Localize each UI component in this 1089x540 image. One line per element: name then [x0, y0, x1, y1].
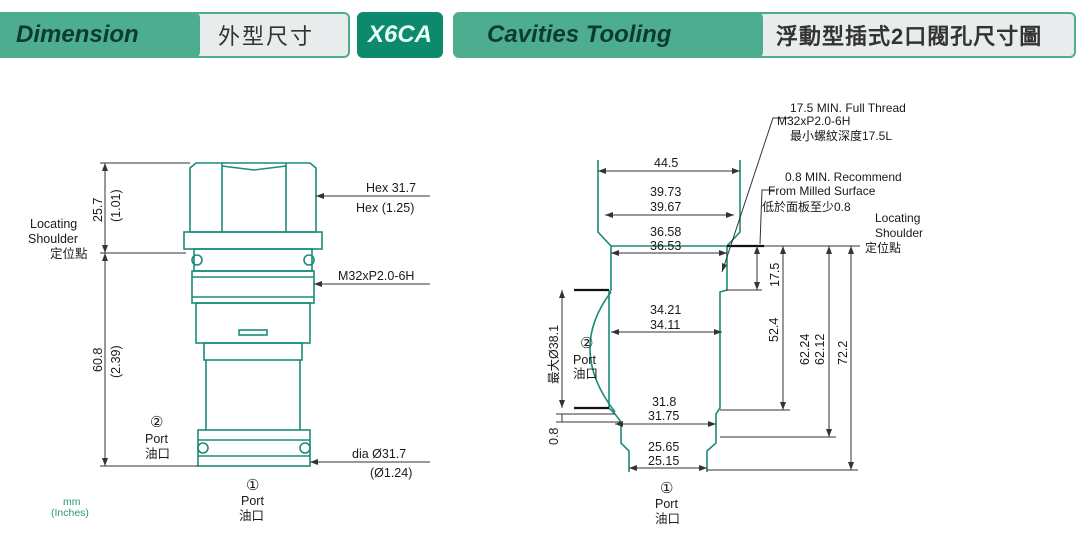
left-locating-shoulder-cn: 定位點 [50, 246, 88, 261]
left-port2-label: Port [145, 432, 168, 446]
cavities-label: Cavities Tooling [487, 21, 672, 48]
right-port1-label: Port [655, 497, 678, 511]
dim-0-8: 0.8 [547, 428, 561, 445]
cavities-cn-tab[interactable]: 浮動型插式2口閥孔尺寸圖 [722, 12, 1076, 58]
right-dimension-lines [556, 117, 860, 471]
cavities-cn-label: 浮動型插式2口閥孔尺寸圖 [776, 24, 1043, 49]
right-locating-shoulder-line1: Locating [875, 211, 920, 225]
dim-31-8: 31.8 [652, 395, 676, 409]
left-dim-top-inch: (1.01) [109, 189, 123, 222]
dim-44-5: 44.5 [654, 156, 678, 170]
left-port1-number: ① [246, 477, 259, 494]
left-port1-cn: 油口 [239, 509, 264, 523]
note-thread-line1: 17.5 MIN. Full Thread [790, 101, 906, 115]
note-thread-line2: M32xP2.0-6H [777, 114, 850, 128]
left-arrows [102, 163, 324, 466]
left-locating-shoulder-line1: Locating [30, 217, 77, 231]
cavity-heavy-edges [574, 244, 764, 410]
left-dim-body: 60.8 [91, 348, 105, 372]
units-mm: mm [63, 496, 81, 508]
model-code-label: X6CA [367, 21, 433, 48]
dim-25-65: 25.65 [648, 440, 679, 454]
note-surface-cn: 低於面板至少0.8 [762, 199, 851, 214]
dimension-cn-label: 外型尺寸 [218, 24, 315, 49]
left-hex-inch: Hex (1.25) [356, 201, 414, 215]
right-locating-shoulder-line2: Shoulder [875, 226, 923, 240]
note-surface-line1: 0.8 MIN. Recommend [785, 170, 902, 184]
right-port1-cn: 油口 [655, 512, 680, 526]
left-dimension-lines [100, 162, 430, 467]
dim-36-53: 36.53 [650, 239, 681, 253]
right-locating-shoulder-cn: 定位點 [865, 240, 901, 255]
dim-25-15: 25.15 [648, 454, 679, 468]
dim-39-67: 39.67 [650, 200, 681, 214]
right-port2-label: Port [573, 353, 596, 367]
dim-34-11: 34.11 [650, 318, 680, 332]
left-dim-body-inch: (2.39) [109, 345, 123, 378]
left-port1-label: Port [241, 494, 264, 508]
dim-72-2: 72.2 [836, 341, 850, 365]
dim-39-73: 39.73 [650, 185, 681, 199]
note-thread-cn: 最小螺紋深度17.5L [790, 128, 892, 143]
right-arrows [559, 168, 854, 471]
left-dim-top: 25.7 [91, 198, 105, 222]
right-port1-number: ① [660, 480, 673, 497]
dim-62-24: 62.24 [798, 334, 812, 365]
left-port2-cn: 油口 [145, 447, 170, 461]
dim-34-21: 34.21 [650, 303, 681, 317]
right-port2-cn: 油口 [573, 367, 598, 381]
right-port2-number: ② [580, 335, 593, 352]
dimension-label: Dimension [16, 21, 139, 48]
header-bar: 外型尺寸 Dimension X6CA 浮動型插式2口閥孔尺寸圖 Cavitie… [0, 0, 1089, 64]
left-locating-shoulder-line2: Shoulder [28, 232, 78, 246]
note-surface-line2: From Milled Surface [768, 184, 876, 198]
left-thread-spec: M32xP2.0-6H [338, 269, 414, 283]
dimension-cn-tab[interactable]: 外型尺寸 [178, 12, 350, 58]
cartridge-outline [183, 162, 323, 467]
dim-52-4: 52.4 [767, 318, 781, 342]
left-dia-mm: dia Ø31.7 [352, 447, 406, 461]
cavities-tab[interactable]: Cavities Tooling [453, 12, 763, 58]
dim-31-75: 31.75 [648, 409, 679, 423]
units-inches: (Inches) [51, 507, 89, 519]
dim-36-58: 36.58 [650, 225, 681, 239]
dim-62-12: 62.12 [813, 334, 827, 365]
model-code-tab[interactable]: X6CA [357, 12, 443, 58]
left-hex-mm: Hex 31.7 [366, 181, 416, 195]
dimension-tab[interactable]: Dimension [0, 12, 200, 58]
dim-17-5: 17.5 [768, 263, 782, 287]
left-port2-number: ② [150, 414, 163, 431]
left-dia-inch: (Ø1.24) [370, 466, 412, 480]
dim-max-dia: 最大Ø38.1 [547, 325, 561, 384]
